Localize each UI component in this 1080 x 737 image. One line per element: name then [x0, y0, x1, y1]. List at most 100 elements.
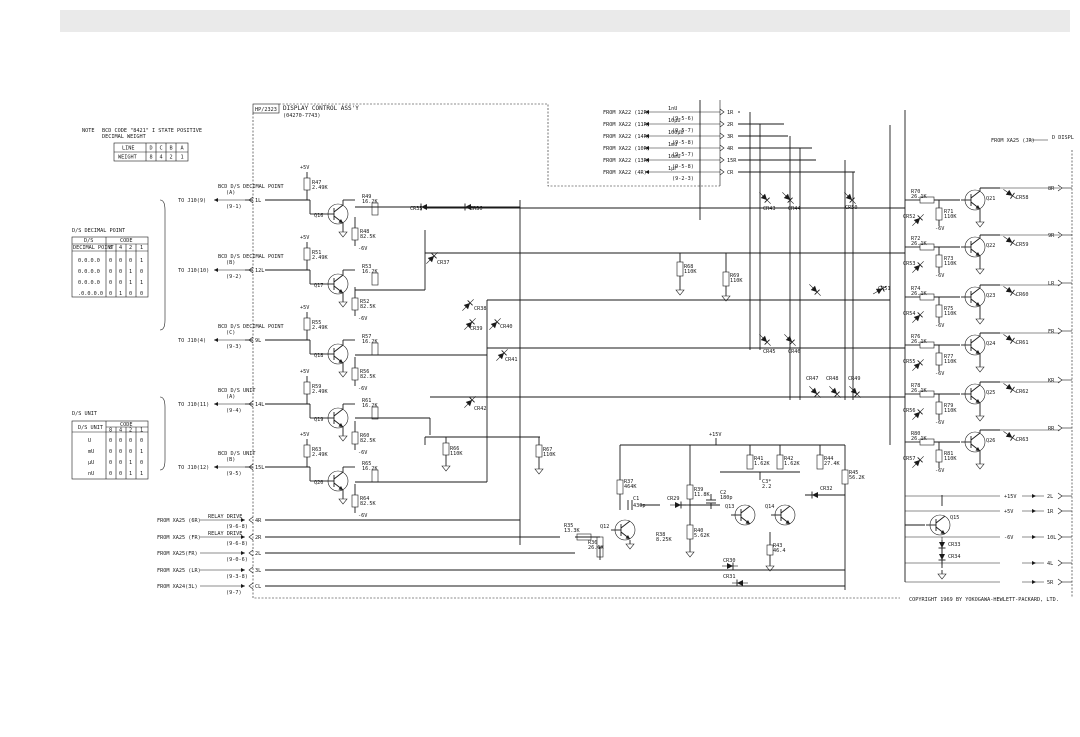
- resistor-value: 82.5K: [360, 374, 376, 380]
- matrix-diode: [782, 192, 794, 204]
- resistor-value: 26.1K: [911, 241, 927, 247]
- input-pin: (9-2): [226, 274, 242, 280]
- diode-ref: CR55: [903, 359, 916, 365]
- assy-title: DISPLAY CONTROL ASS'Y: [283, 105, 359, 112]
- resistor-value: 26.1K: [911, 291, 927, 297]
- supply-label: -6V: [358, 316, 367, 322]
- resistor-value: 110K: [944, 359, 957, 365]
- top-input-pin: (9-5-6): [672, 116, 694, 122]
- dp-cell-value: 0.0.0.0: [78, 269, 100, 275]
- top-input-value: 10μU: [668, 118, 681, 124]
- resistor-ref: R60: [360, 433, 369, 439]
- unit-head-bit: 2: [129, 428, 132, 434]
- diode-ref: CR48: [826, 376, 839, 382]
- resistor-ref: R55: [312, 320, 321, 326]
- resistor-ref: R48: [360, 229, 369, 235]
- dp-head-bit: 4: [119, 245, 122, 251]
- diode-ref: CR36: [470, 206, 483, 212]
- left-input-row: TO J10(12)BCD D/S UNIT(B)(9-5)15L: [178, 451, 311, 481]
- resistor-value: 110K: [944, 311, 957, 317]
- bottom-input-from: FROM XA24(3L): [157, 584, 198, 590]
- resistor-ref: R67: [543, 447, 552, 453]
- top-input-row: FROM XA22 (4R)1μF(9-2-3)CR: [603, 166, 855, 182]
- output-diode: [1003, 334, 1017, 344]
- resistor-ref: R63: [312, 447, 321, 453]
- resistor-ref: R74: [911, 286, 920, 292]
- resistor-ref: R79: [944, 403, 953, 409]
- resistor: [371, 202, 379, 216]
- output-terminal: 8R: [1048, 184, 1072, 192]
- diode-ref: CR45: [763, 349, 776, 355]
- supply-label: +5V: [300, 305, 309, 311]
- resistor: [935, 401, 943, 415]
- resistor-value: 27.4K: [824, 461, 840, 467]
- unit-head-bit: 1: [140, 428, 143, 434]
- supply-label: -6V: [935, 420, 944, 426]
- diode-ref: CR29: [667, 496, 680, 502]
- bottom-input-pin: (9-7): [226, 590, 242, 596]
- diode-ref: CR37: [437, 260, 450, 266]
- unit-cell-bit: 1: [140, 471, 143, 477]
- resistor: [351, 431, 359, 445]
- top-input-terminal: 1R: [727, 110, 734, 116]
- power-terminal: 4L: [905, 559, 1072, 567]
- dp-cell-bit: 1: [129, 280, 132, 286]
- resistor-value: 26.1K: [588, 545, 604, 551]
- transistor-symbol: [961, 236, 986, 258]
- note-row-cell: 2: [170, 155, 173, 161]
- transistor-ref: Q17: [314, 283, 323, 289]
- dp-cell-bit: 0: [129, 258, 132, 264]
- bottom-input-row: FROM XA25 (LR)(9-3-8)3L: [157, 566, 845, 580]
- transistor-symbol: [611, 519, 636, 541]
- note-row-cell: 8: [150, 155, 153, 161]
- resistor-value: 82.5K: [360, 304, 376, 310]
- resistor-ref: R45: [849, 470, 858, 476]
- ground-symbol: [338, 298, 348, 308]
- unit-cell-name: nU: [88, 471, 94, 477]
- unit-cell-name: U: [88, 438, 91, 444]
- unit-cell-bit: 0: [119, 449, 122, 455]
- diode-ref: CR43: [763, 206, 776, 212]
- power-label: -6V: [1004, 535, 1013, 541]
- unit-cell-bit: 0: [109, 460, 112, 466]
- transistor-symbol: [961, 334, 986, 356]
- resistor-ref: R68: [684, 264, 693, 270]
- resistor-value: 110K: [944, 456, 957, 462]
- input-from: TO J10(4): [178, 338, 206, 344]
- supply-label: +5V: [300, 369, 309, 375]
- bottom-input-row: FROM XA24(3L)(9-7)CL: [157, 582, 845, 596]
- bottom-input-row: FROM XA25 (FR)RELAY DRIVE(9-6-8)2R: [157, 531, 560, 547]
- resistor-value: 56.2K: [849, 475, 865, 481]
- dp-cell-bit: 0: [119, 280, 122, 286]
- dp-head-dp: DECIMAL POINT: [73, 245, 114, 251]
- top-input-from: FROM XA22 (10R): [603, 146, 650, 152]
- oscillator-diode: [807, 491, 823, 499]
- note-header-cell: A: [181, 146, 185, 152]
- dp-cell-value: 0.0.0.0: [78, 280, 100, 286]
- ground-symbol: [975, 460, 985, 470]
- resistor-value: 16.2K: [362, 269, 378, 275]
- input-sub: (B): [226, 260, 235, 266]
- resistor: [596, 536, 604, 548]
- input-terminal: 14L: [255, 402, 264, 408]
- resistor-value: 2.49K: [312, 389, 328, 395]
- output-terminal-label: 9R: [1048, 233, 1055, 239]
- resistor: [303, 177, 311, 191]
- input-terminal: 12L: [255, 268, 264, 274]
- resistor-value: 16.2K: [362, 199, 378, 205]
- dp-cell-bit: 0: [140, 269, 143, 275]
- input-pin: (9-1): [226, 204, 242, 210]
- top-input-terminal: 3R: [727, 134, 734, 140]
- diode-ref: CR39: [470, 326, 483, 332]
- unit-head-bit: 8: [109, 428, 112, 434]
- input-from: TO J10(10): [178, 268, 209, 274]
- resistor: [351, 367, 359, 381]
- top-right-label: D DISPL: [1052, 135, 1074, 141]
- bottom-input-from: FROM XA25 (FR): [157, 535, 201, 541]
- diode-ref: CR31: [723, 574, 736, 580]
